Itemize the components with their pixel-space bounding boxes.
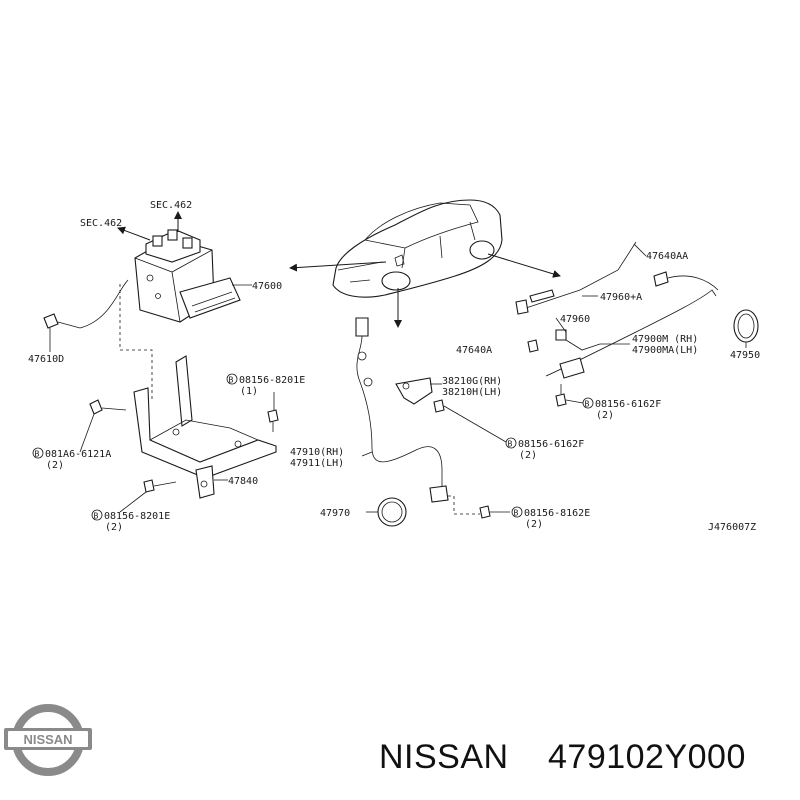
bolt-callout-08156-8201e-1: B 08156-8201E (1) xyxy=(226,373,305,397)
svg-text:B: B xyxy=(229,376,234,385)
part-number: 479102Y000 xyxy=(548,738,746,776)
leader-08156-6162f-b xyxy=(443,405,507,443)
leader-47960 xyxy=(555,317,567,333)
svg-text:(2): (2) xyxy=(105,522,123,533)
bolt-callout-08156-6162f-a: B 08156-6162F (2) xyxy=(582,397,661,421)
svg-text:08156-8201E: 08156-8201E xyxy=(104,511,170,522)
bolt-callout-08156-8162e: B 08156-8162E (2) xyxy=(511,506,590,530)
abs-actuator xyxy=(134,229,241,323)
connector-47610d xyxy=(43,279,153,400)
arrow-to-rear-sensor xyxy=(487,253,561,278)
svg-text:B: B xyxy=(514,509,519,518)
part-label-47950: 47950 xyxy=(730,350,760,361)
leader-08156-8201e-2 xyxy=(119,491,147,513)
part-label-47640aa: 47640AA xyxy=(646,251,688,262)
part-label-47610d: 47610D xyxy=(28,354,64,365)
bolt-icon xyxy=(89,399,127,415)
part-label-47600: 47600 xyxy=(252,281,282,292)
car-illustration xyxy=(332,199,503,298)
sensor-bracket-38210 xyxy=(395,377,433,405)
part-label-47960: 47960 xyxy=(560,314,590,325)
bolt-icon xyxy=(527,339,539,353)
arrow-to-actuator xyxy=(289,261,387,272)
dashed-leader-8162e xyxy=(448,495,480,515)
nissan-logo: NISSAN xyxy=(4,704,92,776)
part-label-47970: 47970 xyxy=(320,508,350,519)
svg-text:(2): (2) xyxy=(525,519,543,530)
part-label-47960a: 47960+A xyxy=(600,292,642,303)
part-label-47910: 47910(RH) xyxy=(290,447,344,458)
diagram-code: J476007Z xyxy=(708,522,756,533)
bolt-icon xyxy=(433,399,445,413)
svg-text:(2): (2) xyxy=(46,460,64,471)
sec-462-label-b: SEC.462 xyxy=(80,218,122,229)
bolt-icon xyxy=(143,479,177,493)
svg-text:B: B xyxy=(35,450,40,459)
bolt-icon xyxy=(267,409,279,432)
svg-text:08156-8162E: 08156-8162E xyxy=(524,508,590,519)
part-label-47911: 47911(LH) xyxy=(290,458,344,469)
part-label-47900m: 47900M (RH) xyxy=(632,334,698,345)
bolt-callout-08156-8201e-2: B 08156-8201E (2) xyxy=(91,509,170,533)
svg-text:081A6-6121A: 081A6-6121A xyxy=(45,449,111,460)
sensor-rotor-inner xyxy=(381,501,403,523)
leader-08156-6162f-a xyxy=(565,399,584,404)
svg-text:B: B xyxy=(585,400,590,409)
rear-sensor-rotor-inner xyxy=(737,313,755,339)
svg-text:(2): (2) xyxy=(519,450,537,461)
leader-47640aa xyxy=(633,243,647,257)
brand-name: NISSAN xyxy=(379,738,509,776)
leader-081a6 xyxy=(79,413,95,453)
part-label-38210h: 38210H(LH) xyxy=(442,387,502,398)
bolt-icon xyxy=(555,384,567,407)
rear-sensor-harness xyxy=(515,241,719,379)
svg-text:08156-6162F: 08156-6162F xyxy=(518,439,584,450)
part-label-47640a: 47640A xyxy=(456,345,492,356)
bracket-47840 xyxy=(133,355,277,499)
svg-text:B: B xyxy=(94,512,99,521)
front-wheel-sensor xyxy=(355,317,449,503)
part-label-47840: 47840 xyxy=(228,476,258,487)
part-label-38210g: 38210G(RH) xyxy=(442,376,502,387)
bolt-callout-08156-6162f-b: B 08156-6162F (2) xyxy=(505,437,584,461)
bolt-callout-081a6-6121a: B 081A6-6121A (2) xyxy=(32,447,111,471)
part-label-47900ma: 47900MA(LH) xyxy=(632,345,698,356)
sec-462-label-a: SEC.462 xyxy=(150,200,192,211)
svg-text:B: B xyxy=(508,440,513,449)
svg-text:(1): (1) xyxy=(240,386,258,397)
svg-text:08156-6162F: 08156-6162F xyxy=(595,399,661,410)
svg-text:(2): (2) xyxy=(596,410,614,421)
bolt-icon xyxy=(479,505,491,519)
svg-text:08156-8201E: 08156-8201E xyxy=(239,375,305,386)
svg-text:NISSAN: NISSAN xyxy=(23,732,72,747)
leader-47910 xyxy=(361,451,373,457)
arrow-sec462-b xyxy=(117,226,151,241)
